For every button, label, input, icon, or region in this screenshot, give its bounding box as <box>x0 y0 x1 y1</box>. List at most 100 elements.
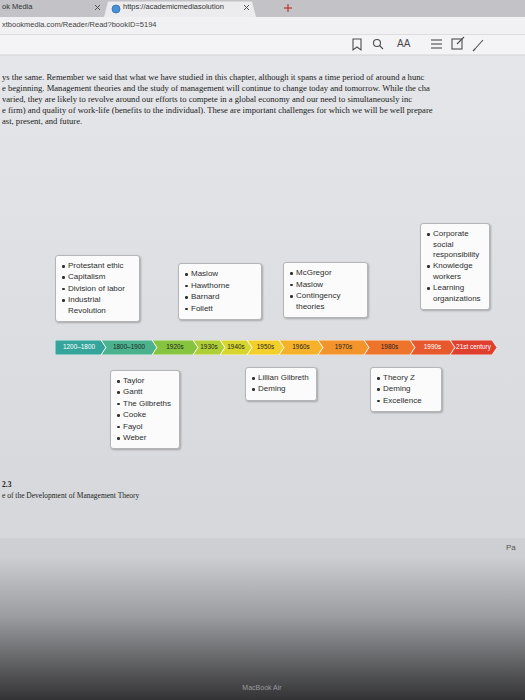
era-box: McGregorMaslowContingency theories <box>283 262 368 318</box>
chevron-fill <box>101 340 157 355</box>
bullet-text: Barnard <box>191 292 219 301</box>
bullet-dot <box>377 377 380 380</box>
bullet-dot <box>185 285 188 288</box>
bullet-item: Learning organizations <box>425 283 485 304</box>
timeline-segment: 1920s <box>152 340 198 355</box>
bullet-text: Weber <box>123 433 146 442</box>
address-bar <box>0 17 525 35</box>
segment-label-box: 1990s <box>410 340 455 355</box>
body-text-line: e beginning. Management theories and the… <box>2 84 430 94</box>
bullet-item: McGregor <box>288 268 363 278</box>
era-box: Corporate social responsibilityKnowledge… <box>420 223 490 310</box>
bullet-item: Weber <box>115 433 175 443</box>
browser-tab-title: https://academicmediasolution <box>123 3 224 12</box>
timeline-segment: 1200–1800 <box>55 340 106 355</box>
bullet-text: Follett <box>191 304 213 313</box>
reader-toolbar <box>0 35 525 55</box>
timeline-year: 1970s <box>335 344 352 351</box>
timeline-year: 21st century <box>456 344 491 351</box>
bullet-item: Follett <box>183 304 257 314</box>
bullet-item: Barnard <box>183 292 257 302</box>
segment-label-box: 1960s <box>279 340 323 355</box>
laptop-brand: MacBook Air <box>242 684 281 692</box>
era-box: Lillian GilbrethDeming <box>245 367 317 401</box>
bullet-item: Deming <box>375 384 437 394</box>
chevron-fill <box>55 340 106 355</box>
era-box: TaylorGanttThe GilbrethsCookeFayolWeber <box>110 370 180 449</box>
timeline-year: 1950s <box>257 344 274 351</box>
timeline-year: 1940s <box>227 344 244 351</box>
chevron-fill <box>364 340 415 355</box>
bullet-item: Taylor <box>115 376 175 386</box>
segment-label-box: 1800–1900 <box>101 340 157 355</box>
segment-label-box: 1980s <box>364 340 415 355</box>
segment-label-box: 1940s <box>220 340 252 355</box>
bullet-text: Taylor <box>123 376 144 385</box>
bullet-item: Theory Z <box>375 373 437 383</box>
timeline-year: 1990s <box>424 344 441 351</box>
bullet-text: Cooke <box>123 410 146 419</box>
page-footer-strip <box>0 538 525 558</box>
bullet-text: Corporate social responsibility <box>433 229 479 259</box>
timeline-segment: 21st century <box>450 340 497 355</box>
bullet-text: Industrial Revolution <box>68 295 106 314</box>
bullet-text: The Gilbreths <box>123 399 171 408</box>
figure-caption: e of the Development of Management Theor… <box>2 492 139 501</box>
timeline-segment: 1950s <box>247 340 284 355</box>
bullet-item: Gantt <box>115 387 175 397</box>
bullet-item: Deming <box>250 384 312 394</box>
bullet-item: Industrial Revolution <box>60 295 135 316</box>
bullet-dot <box>117 391 120 394</box>
bullet-item: Division of labor <box>60 284 135 294</box>
body-text-line: ys the same. Remember we said that what … <box>2 73 424 83</box>
timeline-segment: 1980s <box>364 340 415 355</box>
chevron-fill <box>152 340 198 355</box>
bullet-dot <box>117 403 120 406</box>
bullet-text: Division of labor <box>68 284 125 293</box>
bullet-dot <box>290 272 293 275</box>
timeline-year: 1800–1900 <box>113 344 145 351</box>
timeline-segment: 1970s <box>318 340 369 355</box>
figure-number: 2.3 <box>2 481 11 490</box>
bullet-text: Lillian Gilbreth <box>258 373 309 382</box>
toolbar-divider <box>0 55 525 56</box>
bullet-item: Corporate social responsibility <box>425 229 485 260</box>
chevron-fill <box>220 340 252 355</box>
bullet-dot <box>252 377 255 380</box>
tab-bar <box>0 0 525 17</box>
bullet-text: Theory Z <box>383 373 415 382</box>
bullet-dot <box>62 299 65 302</box>
browser-tab-title: ok Media <box>2 3 32 12</box>
bullet-text: Gantt <box>123 387 143 396</box>
chevron-fill <box>193 340 225 355</box>
chevron-fill <box>279 340 323 355</box>
bullet-dot <box>427 287 430 290</box>
bullet-text: Fayol <box>123 422 143 431</box>
bullet-dot <box>290 295 293 298</box>
body-text-line: e firm) and quality of work-life (benefi… <box>2 106 433 116</box>
timeline-year: 1200–1800 <box>63 344 95 351</box>
bullet-item: Hawthorne <box>183 281 257 291</box>
bullet-dot <box>62 265 65 268</box>
bullet-dot <box>62 276 65 279</box>
chevron-fill <box>410 340 455 355</box>
segment-label-box: 1920s <box>152 340 198 355</box>
segment-label-box: 1950s <box>247 340 284 355</box>
bullet-text: Contingency theories <box>296 291 340 310</box>
url-text: xtbookmedia.com/Reader/Read?bookID=5194 <box>2 21 156 30</box>
toolbar-icons <box>353 37 483 51</box>
bullet-text: Deming <box>383 384 411 393</box>
active-tab <box>104 2 256 18</box>
chevron-fill <box>318 340 369 355</box>
bullet-dot <box>117 414 120 417</box>
bullet-dot <box>377 388 380 391</box>
bullet-text: Knowledge workers <box>433 261 473 280</box>
era-box: MaslowHawthorneBarnardFollett <box>178 263 262 320</box>
bullet-item: Maslow <box>288 280 363 290</box>
bullet-dot <box>185 308 188 311</box>
timeline-segment: 1930s <box>193 340 225 355</box>
bullet-text: Excellence <box>383 396 422 405</box>
bullet-item: Protestant ethic <box>60 261 135 271</box>
bullet-dot <box>427 265 430 268</box>
